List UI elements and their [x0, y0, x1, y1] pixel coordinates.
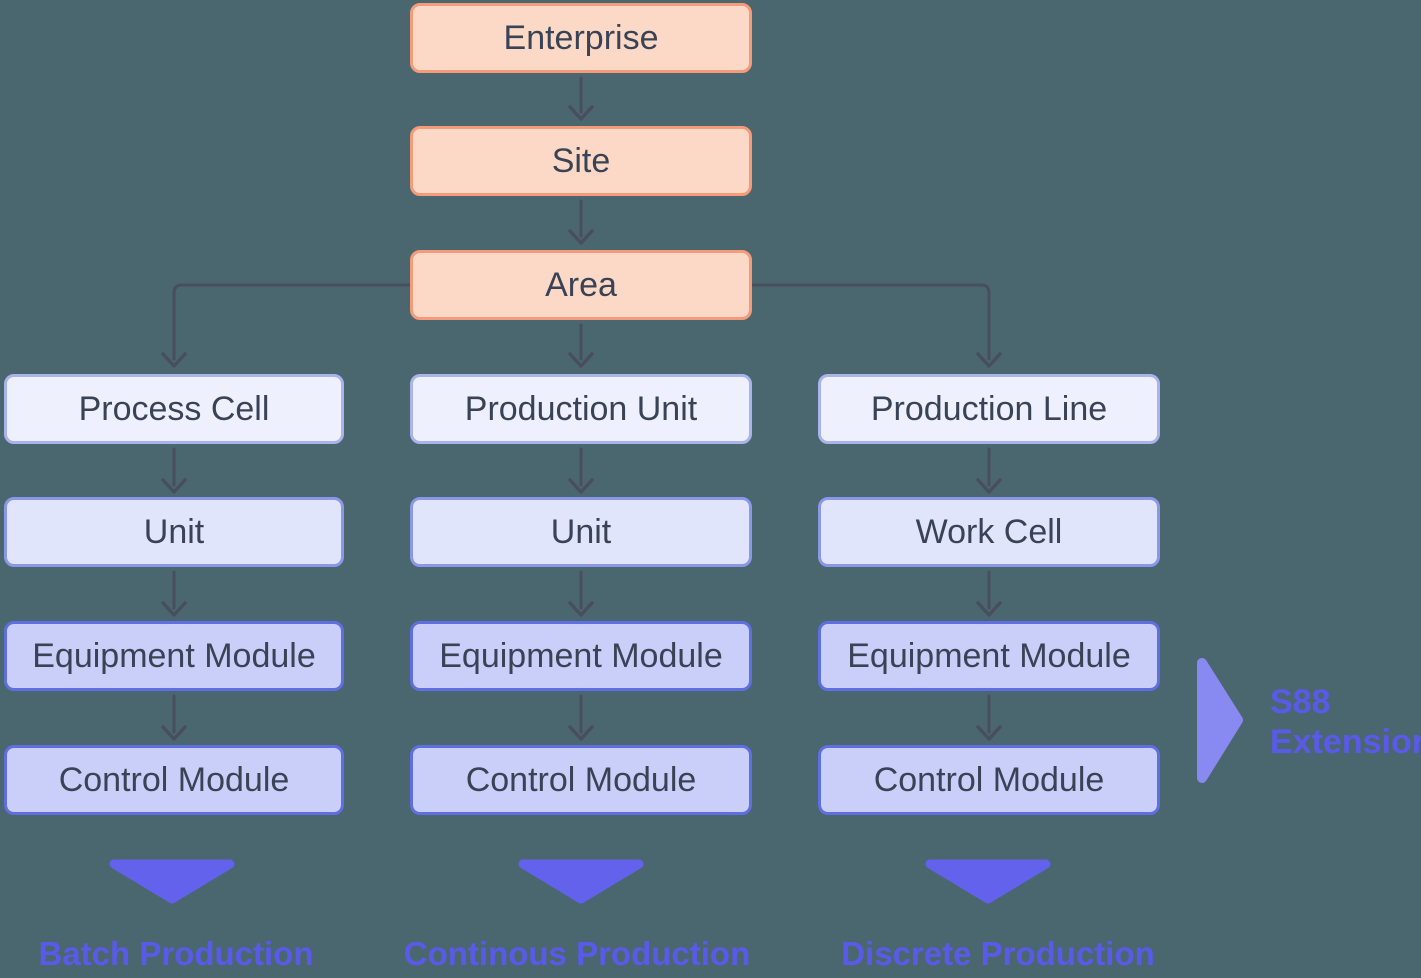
s88-extension-label: S88 Extension — [1270, 682, 1421, 762]
node-discrete-control-module: Control Module — [818, 745, 1160, 815]
node-production-line: Production Line — [818, 374, 1160, 444]
node-area-label: Area — [545, 265, 617, 304]
node-batch-control-module: Control Module — [4, 745, 344, 815]
node-discrete-equipment-module-label: Equipment Module — [847, 636, 1131, 675]
node-enterprise: Enterprise — [410, 3, 752, 73]
node-continuous-control-module-label: Control Module — [465, 760, 697, 799]
node-process-cell-label: Process Cell — [78, 389, 270, 428]
arrowhead-batch-unit-equipment-icon — [161, 601, 187, 617]
node-site: Site — [410, 126, 752, 196]
node-continuous-equipment-module-label: Equipment Module — [439, 636, 723, 675]
s88-extension-line1: S88 — [1270, 683, 1331, 721]
caption-discrete-production: Discrete Production — [841, 935, 1155, 972]
node-batch-unit-label: Unit — [143, 512, 205, 551]
caption-continuous-production: Continous Production — [403, 935, 751, 972]
node-discrete-equipment-module: Equipment Module — [818, 621, 1160, 691]
node-continuous-equipment-module: Equipment Module — [410, 621, 752, 691]
triangle-discrete-icon — [925, 859, 1051, 904]
node-area: Area — [410, 250, 752, 320]
arrowhead-continuous-equipment-control-icon — [568, 725, 594, 741]
arrowhead-production-line-work-cell-icon — [976, 478, 1002, 494]
node-batch-equipment-module: Equipment Module — [4, 621, 344, 691]
node-discrete-control-module-label: Control Module — [873, 760, 1105, 799]
s88-extension-arrow-icon — [1197, 658, 1243, 783]
node-work-cell: Work Cell — [818, 497, 1160, 567]
triangle-continuous-icon — [518, 859, 644, 904]
node-work-cell-label: Work Cell — [915, 512, 1063, 551]
node-batch-equipment-module-label: Equipment Module — [32, 636, 316, 675]
arrowhead-production-unit-unit-icon — [568, 478, 594, 494]
arrowhead-continuous-unit-equipment-icon — [568, 601, 594, 617]
node-continuous-unit: Unit — [410, 497, 752, 567]
arrowhead-process-cell-unit-icon — [161, 478, 187, 494]
arrowhead-area-production-line-icon — [976, 352, 1002, 368]
branch-area-production-line — [750, 283, 991, 361]
node-production-unit: Production Unit — [410, 374, 752, 444]
node-batch-unit: Unit — [4, 497, 344, 567]
triangle-batch-icon — [109, 859, 235, 904]
node-continuous-control-module: Control Module — [410, 745, 752, 815]
node-production-unit-label: Production Unit — [464, 389, 698, 428]
arrowhead-discrete-equipment-control-icon — [976, 725, 1002, 741]
arrowhead-area-process-cell-icon — [161, 352, 187, 368]
s88-extension-line2: Extension — [1270, 723, 1421, 761]
node-process-cell: Process Cell — [4, 374, 344, 444]
node-site-label: Site — [551, 141, 611, 180]
arrowhead-enterprise-site-icon — [568, 105, 594, 121]
node-production-line-label: Production Line — [870, 389, 1108, 428]
node-continuous-unit-label: Unit — [550, 512, 612, 551]
node-batch-control-module-label: Control Module — [58, 760, 290, 799]
caption-batch-production: Batch Production — [38, 935, 314, 972]
arrowhead-area-production-unit-icon — [568, 352, 594, 368]
node-enterprise-label: Enterprise — [503, 18, 659, 57]
arrowhead-discrete-work-cell-equipment-icon — [976, 601, 1002, 617]
arrowhead-site-area-icon — [568, 229, 594, 245]
arrowhead-batch-equipment-control-icon — [161, 725, 187, 741]
branch-area-process-cell — [172, 283, 412, 361]
